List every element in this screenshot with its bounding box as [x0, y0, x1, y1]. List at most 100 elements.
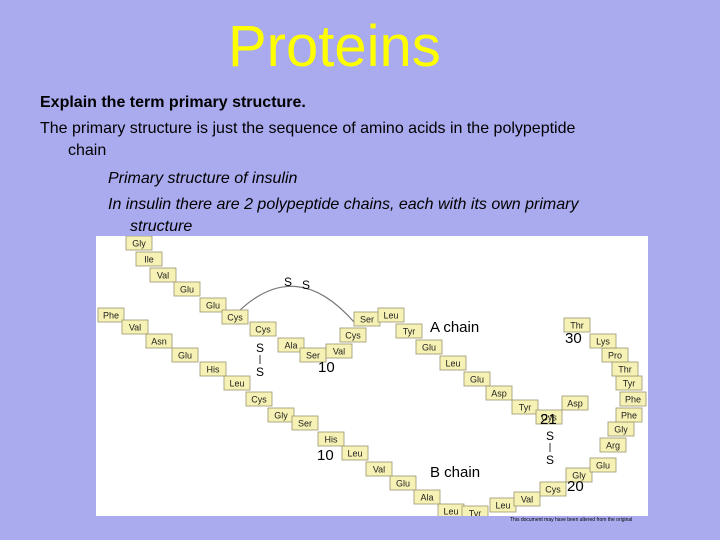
a-chain-residue-label: Leu [445, 359, 460, 369]
b-chain-residue-label: Ala [420, 493, 433, 503]
b-chain-residue-label: Tyr [623, 379, 636, 389]
a-chain-residue-box [535, 409, 563, 425]
b-chain-residue-box [365, 461, 393, 477]
a-chain-residue-box [395, 323, 423, 339]
b-chain-residue-label: Leu [443, 507, 458, 517]
a-chain-residue-label: Tyr [403, 327, 416, 337]
a-chain-residue-box [125, 235, 153, 251]
b-chain-residue: Val [513, 491, 541, 507]
a-chain-residue-box [199, 297, 227, 313]
b-chain-residue-label: Val [129, 323, 141, 333]
b-chain-residue-label: Tyr [469, 509, 482, 517]
b-chain-residue: Thr [611, 361, 639, 377]
a-chain-residue-label: Leu [383, 311, 398, 321]
b-chain-residue-box [619, 391, 647, 407]
b-chain-residue-label: Phe [103, 311, 119, 321]
b-chain-residue-box [539, 481, 567, 497]
b-chain-residue: Val [121, 319, 149, 335]
a-chain-residue: Asp [561, 395, 589, 411]
a-chain-residue: Tyr [395, 323, 423, 339]
a-chain-residue-label: Ile [144, 255, 154, 265]
b-chain-residue-label: Gly [614, 425, 628, 435]
a-chain-residue-box [173, 281, 201, 297]
a-chain-residue: Val [149, 267, 177, 283]
a-chain-residue-box [511, 399, 539, 415]
a-chain-residue-label: Ser [306, 351, 320, 361]
a-chain-residue: Glu [199, 297, 227, 313]
b-chain-residue: Cys [539, 481, 567, 497]
a-chain-residue-box [339, 327, 367, 343]
a-chain-residue-label: Glu [180, 285, 194, 295]
a-chain-residue-label: Ser [360, 315, 374, 325]
b-chain-residue: Glu [389, 475, 417, 491]
b-chain-residue: Leu [489, 497, 517, 513]
b-chain-residue-box [97, 307, 125, 323]
a-chain-residue-label: Ala [284, 341, 297, 351]
b-chain-residue: Leu [341, 445, 369, 461]
b-chain-residue: Tyr [461, 505, 489, 521]
b-chain-residue-box [565, 467, 593, 483]
a-chain-residue: Val [325, 343, 353, 359]
b-chain-residue-label: Phe [625, 395, 641, 405]
a-chain-residue: Ser [353, 311, 381, 327]
b-chain-residue-label: Cys [545, 485, 561, 495]
a-chain-residue-box [249, 321, 277, 337]
b-chain-residue: Gly [607, 421, 635, 437]
a-chain-residue-box [439, 355, 467, 371]
a-chain-residue-box [221, 309, 249, 325]
b-chain-residue: Gly [565, 467, 593, 483]
b-chain-residue: Leu [437, 503, 465, 519]
a-chain-residue-label: Cys [541, 413, 557, 423]
a-chain-residue-label: Glu [470, 375, 484, 385]
a-chain-residue: Asp [485, 385, 513, 401]
b-chain-residue-label: Leu [495, 501, 510, 511]
b-chain-residue: Phe [619, 391, 647, 407]
b-chain-residue-label: Pro [608, 351, 622, 361]
a-chain-residue: Cys [535, 409, 563, 425]
b-chain-residue-label: Lys [596, 337, 610, 347]
b-chain-residue-box [171, 347, 199, 363]
a-chain-residue-box [415, 339, 443, 355]
b-chain-residue-box [199, 361, 227, 377]
b-chain-residue-box [589, 457, 617, 473]
sub-text-line-2: structure [130, 218, 193, 235]
a-chain-residue-box [135, 251, 163, 267]
b-chain-residue-box [513, 491, 541, 507]
a-chain-residue: Tyr [511, 399, 539, 415]
a-chain-residue-box [561, 395, 589, 411]
question-text: Explain the term primary structure. [40, 94, 306, 111]
b30-number: 30 [565, 330, 582, 347]
a-chain-residue-box [485, 385, 513, 401]
a-chain-residue: Glu [173, 281, 201, 297]
sub-text: In insulin there are 2 polypeptide chain… [108, 194, 668, 238]
b-chain-residue-label: Leu [229, 379, 244, 389]
b-chain-residue: Pro [601, 347, 629, 363]
b-chain-residue-label: His [207, 365, 220, 375]
b-chain-residue-box [121, 319, 149, 335]
b-chain-residue: Glu [171, 347, 199, 363]
b-chain-residue-box [267, 407, 295, 423]
a-chain-residue: Glu [463, 371, 491, 387]
b-chain-residue-label: Gly [572, 471, 586, 481]
a-chain-residue: Glu [415, 339, 443, 355]
answer-line-1: The primary structure is just the sequen… [40, 120, 576, 137]
a-chain-residue-label: Cys [255, 325, 271, 335]
b-chain-residue-box [245, 391, 273, 407]
a-chain-residue: Cys [339, 327, 367, 343]
b-chain-residue-label: His [325, 435, 338, 445]
a-chain-residue-label: Cys [227, 313, 243, 323]
a-chain-residue: Leu [377, 307, 405, 323]
a-chain-residue-box [277, 337, 305, 353]
b-chain-residue-label: Val [521, 495, 533, 505]
b-chain-residue: Ser [291, 415, 319, 431]
b-chain-residue: Glu [589, 457, 617, 473]
b-chain-residue-box [317, 431, 345, 447]
b-chain-residue-box [341, 445, 369, 461]
b-chain-residue-label: Phe [621, 411, 637, 421]
footer-note: This document may have been altered from… [510, 517, 633, 523]
b-chain-residue: Cys [245, 391, 273, 407]
answer-text: The primary structure is just the sequen… [40, 118, 680, 162]
b-chain-residue: Ala [413, 489, 441, 505]
